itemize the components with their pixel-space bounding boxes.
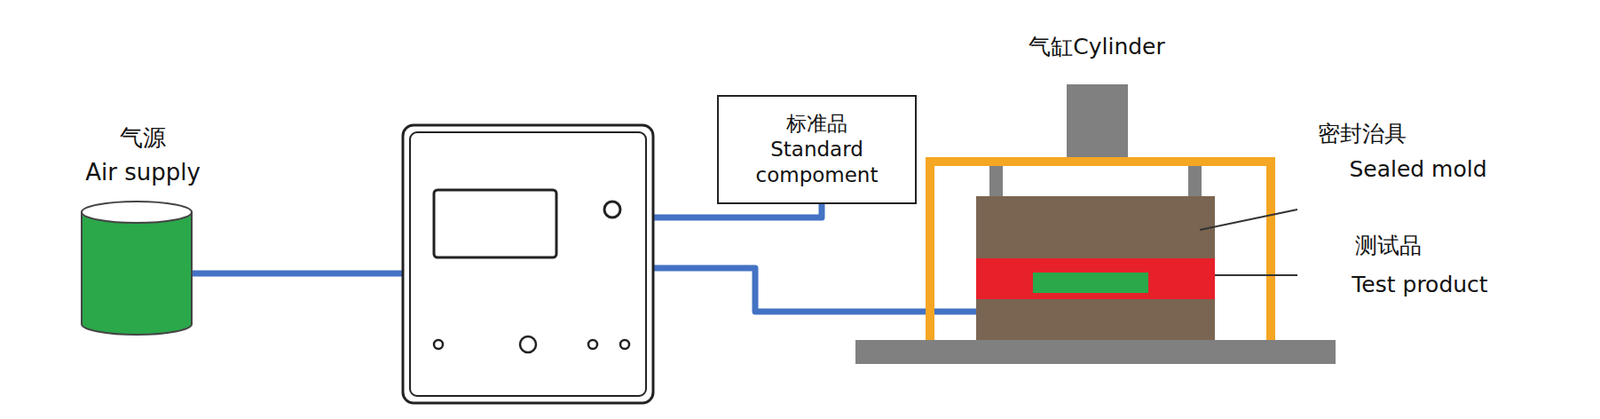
node-heading: Air supply bbox=[76, 157, 210, 188]
tank-body bbox=[81, 212, 192, 335]
tester-button bbox=[620, 339, 630, 349]
tester-button bbox=[588, 339, 598, 349]
tester-screen bbox=[433, 189, 557, 258]
tester-panel bbox=[409, 132, 647, 396]
part-name: Sealed mold bbox=[1348, 156, 1487, 182]
guide-post bbox=[1188, 165, 1202, 198]
sealed-mold bbox=[976, 196, 1215, 340]
part-name: 气缸Cylinder bbox=[1028, 31, 1166, 62]
test-product-core bbox=[1032, 272, 1149, 293]
leader-line bbox=[1214, 274, 1298, 276]
part-name: Test product bbox=[1351, 271, 1488, 298]
tester-knob bbox=[604, 201, 621, 218]
tester-button bbox=[520, 336, 536, 353]
standard-component-box: 标准品Standard compoment bbox=[717, 94, 917, 205]
leader-line bbox=[1199, 209, 1298, 230]
guide-post bbox=[989, 165, 1003, 198]
tester-housing bbox=[402, 125, 654, 403]
part-name: 密封治具 bbox=[1317, 118, 1407, 149]
node-heading: 气源 bbox=[76, 123, 210, 153]
air-pipe bbox=[653, 204, 822, 218]
fixture-base bbox=[855, 339, 1336, 364]
cylinder-body bbox=[1066, 84, 1128, 162]
air-pipe bbox=[191, 270, 403, 277]
part-name: 测试品 bbox=[1355, 230, 1422, 261]
tank-top bbox=[81, 201, 192, 223]
air-tank bbox=[76, 123, 210, 339]
box-text: Standard compoment bbox=[725, 136, 908, 189]
fixture-frame bbox=[930, 161, 1271, 340]
tester-button bbox=[433, 339, 443, 349]
air-supply: 气源 Air supply bbox=[76, 123, 210, 339]
test-product-band bbox=[976, 258, 1215, 300]
box-text: 标准品 bbox=[725, 110, 908, 137]
